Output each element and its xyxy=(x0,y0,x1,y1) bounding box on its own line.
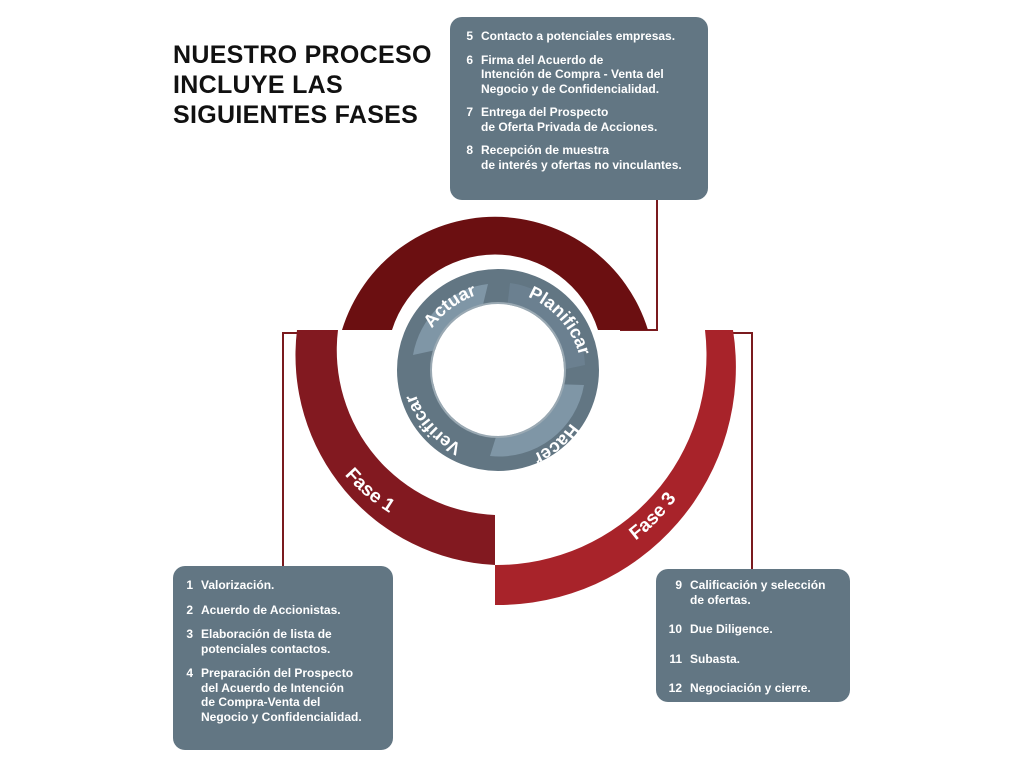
step-number: 10 xyxy=(668,622,682,636)
step-number: 3 xyxy=(186,627,193,641)
step-number: 11 xyxy=(669,651,682,666)
cycle-segment-actuar xyxy=(413,284,488,355)
pdca-cycle: Actuar Planificar Hacer Verificar xyxy=(397,269,599,471)
step-text: Entrega del Prospecto de Oferta Privada … xyxy=(481,105,658,134)
step-text: Subasta. xyxy=(690,651,741,666)
step-number: 2 xyxy=(186,602,193,617)
phase3-steps-box: 9 Calificación y selección de ofertas. 1… xyxy=(656,569,850,702)
step-text: Recepción de muestra de interés y oferta… xyxy=(481,143,682,172)
step-item: 2 Acuerdo de Accionistas. xyxy=(183,603,385,618)
cycle-segment-verificar xyxy=(412,382,478,455)
step-item: 4 Preparación del Prospecto del Acuerdo … xyxy=(183,666,385,724)
step-number: 8 xyxy=(466,143,473,157)
step-text: Contacto a potenciales empresas. xyxy=(481,29,676,43)
step-text: Firma del Acuerdo de Intención de Compra… xyxy=(481,52,664,96)
step-number: 12 xyxy=(668,681,682,695)
step-number: 6 xyxy=(466,52,473,67)
phase3-arc xyxy=(495,330,736,606)
title-line-1: NUESTRO PROCESO xyxy=(173,41,432,69)
phase2-steps-box: 5 Contacto a potenciales empresas. 6 Fir… xyxy=(450,17,708,200)
step-number: 1 xyxy=(186,578,193,592)
step-text: Negociación y cierre. xyxy=(690,681,811,695)
step-text: Elaboración de lista de potenciales cont… xyxy=(201,627,332,656)
cycle-inner-edge xyxy=(430,302,566,438)
title-line-3: SIGUIENTES FASES xyxy=(173,101,419,129)
phase1-steps-box: 1 Valorización. 2 Acuerdo de Accionistas… xyxy=(173,566,393,750)
step-number: 9 xyxy=(675,578,682,592)
step-item: 1 Valorización. xyxy=(183,578,385,593)
step-item: 10 Due Diligence. xyxy=(664,622,842,637)
step-text: Calificación y selección de ofertas. xyxy=(690,578,826,607)
step-number: 7 xyxy=(466,105,473,119)
step-item: 3 Elaboración de lista de potenciales co… xyxy=(183,627,385,656)
step-number: 5 xyxy=(466,29,473,43)
page-title: NUESTRO PROCESO INCLUYE LAS SIGUIENTES F… xyxy=(173,40,432,130)
step-text: Due Diligence. xyxy=(690,622,773,636)
phase1-arc xyxy=(295,330,495,565)
step-item: 6 Firma del Acuerdo de Intención de Comp… xyxy=(462,53,698,97)
step-number: 4 xyxy=(186,666,193,680)
phase2-arc xyxy=(342,216,648,330)
step-text: Valorización. xyxy=(201,578,275,592)
step-item: 5 Contacto a potenciales empresas. xyxy=(462,29,698,44)
step-item: 9 Calificación y selección de ofertas. xyxy=(664,578,842,607)
phase2-label: Fase 2 xyxy=(469,198,532,221)
cycle-inner-hole xyxy=(432,304,564,436)
step-item: 12 Negociación y cierre. xyxy=(664,681,842,696)
title-line-2: INCLUYE LAS xyxy=(173,71,343,99)
step-item: 11 Subasta. xyxy=(664,652,842,667)
step-text: Acuerdo de Accionistas. xyxy=(201,602,341,617)
step-item: 8 Recepción de muestra de interés y ofer… xyxy=(462,143,698,172)
step-item: 7 Entrega del Prospecto de Oferta Privad… xyxy=(462,105,698,134)
step-text: Preparación del Prospecto del Acuerdo de… xyxy=(201,666,362,724)
